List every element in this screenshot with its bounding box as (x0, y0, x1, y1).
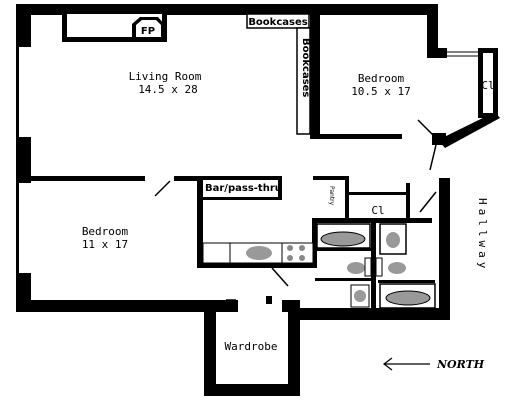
closet-2-label: Cl (371, 204, 384, 217)
stove-burner (299, 245, 305, 251)
north-arrow (383, 357, 430, 371)
stove-burner (287, 255, 293, 261)
hallway-label: Hallway (476, 198, 489, 272)
closet-1-label: Cl (481, 79, 494, 92)
stove-burner (299, 255, 305, 261)
kitchen-sink (246, 246, 272, 260)
bedroom-1-size: 10.5 x 17 (351, 85, 411, 98)
bay-window (417, 48, 500, 171)
bookcases-vertical-label: Bookcases (300, 38, 311, 97)
pantry-label: Pantry (328, 186, 335, 206)
kitchen-counter (202, 242, 314, 264)
outer-walls (16, 4, 450, 320)
bar-label: Bar/pass-thru (205, 183, 282, 194)
wardrobe-label: Wardrobe (225, 340, 278, 353)
bookcases-horizontal-label: Bookcases (248, 17, 307, 28)
bath-fixtures (316, 223, 436, 309)
bedroom-2-label: Bedroom (82, 225, 129, 238)
fireplace-label: FP (141, 26, 155, 37)
living-room-label: Living Room (129, 70, 202, 83)
living-room-size: 14.5 x 28 (138, 83, 198, 96)
bedroom-1-label: Bedroom (358, 72, 405, 85)
bookcases: Bookcases Bookcases (246, 13, 311, 135)
north-label: NORTH (436, 358, 485, 371)
bedroom-2-size: 11 x 17 (82, 238, 128, 251)
interior-walls (31, 14, 435, 396)
door-swings (154, 180, 437, 301)
fireplace: FP (62, 14, 167, 42)
stove-burner (287, 245, 293, 251)
